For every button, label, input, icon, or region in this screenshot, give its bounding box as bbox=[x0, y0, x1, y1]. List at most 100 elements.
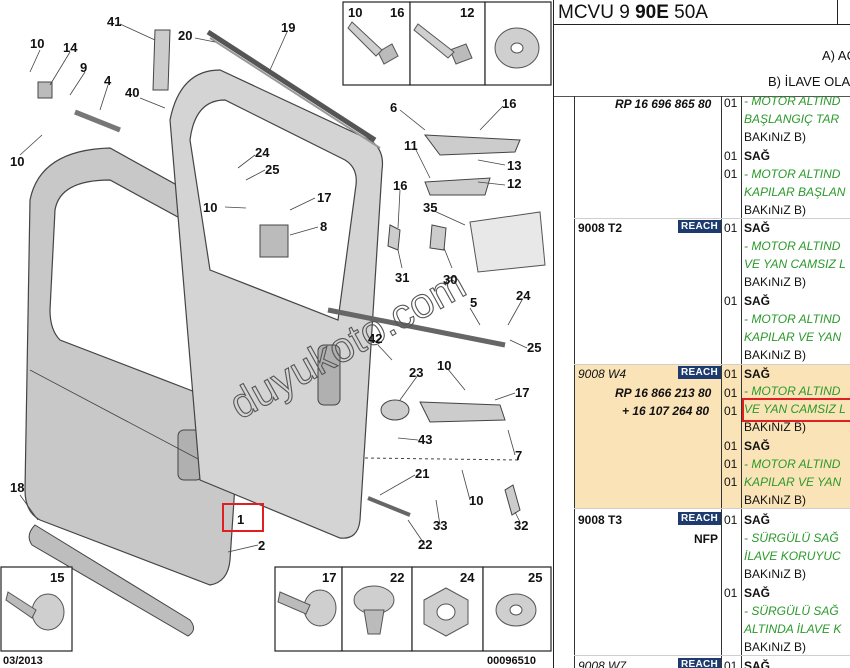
qty: 01 bbox=[724, 367, 738, 381]
description: BAKıNıZ B) bbox=[744, 640, 807, 654]
description: - SÜRGÜLÜ SAĞ bbox=[744, 531, 839, 545]
description: KAPILAR VE YAN bbox=[744, 330, 842, 344]
torx-bolt-icon bbox=[277, 589, 337, 627]
callout-18[interactable]: 18 bbox=[10, 480, 24, 495]
callout-42[interactable]: 42 bbox=[368, 331, 382, 346]
inset-bottom-3-label: 22 bbox=[390, 570, 404, 585]
callout-25[interactable]: 25 bbox=[265, 162, 279, 177]
parts-list-panel: MCVU 9 90E 50A A) AC B) İLAVE OLA RP 16 … bbox=[553, 0, 850, 668]
sliding-door-frame bbox=[169, 69, 384, 539]
callout-24[interactable]: 24 bbox=[516, 288, 531, 303]
hex-bolt-icon bbox=[413, 23, 473, 65]
callout-12[interactable]: 12 bbox=[507, 176, 521, 191]
callout-10[interactable]: 10 bbox=[469, 493, 483, 508]
qty: 01 bbox=[724, 586, 738, 600]
callout-31[interactable]: 31 bbox=[395, 270, 409, 285]
diagram-ref-number: 00096510 bbox=[487, 655, 536, 667]
hex-nut-icon bbox=[423, 587, 469, 637]
callout-14[interactable]: 14 bbox=[63, 40, 78, 55]
callout-43[interactable]: 43 bbox=[418, 432, 432, 447]
callout-17[interactable]: 17 bbox=[515, 385, 529, 400]
inset-bottom-row bbox=[0, 566, 552, 652]
callout-17[interactable]: 17 bbox=[317, 190, 331, 205]
description: - MOTOR ALTIND bbox=[744, 312, 841, 326]
inset-top-2-label: 16 bbox=[390, 5, 404, 20]
push-clip-icon bbox=[353, 585, 395, 635]
description: - MOTOR ALTIND bbox=[744, 94, 841, 108]
callout-10[interactable]: 10 bbox=[437, 358, 451, 373]
callout-41[interactable]: 41 bbox=[107, 14, 121, 29]
callout-5[interactable]: 5 bbox=[470, 295, 477, 310]
callout-35[interactable]: 35 bbox=[423, 200, 437, 215]
side: SAĞ bbox=[744, 149, 771, 163]
inset-top-3-label: 12 bbox=[460, 5, 474, 20]
callout-25[interactable]: 25 bbox=[527, 340, 541, 355]
description: İLAVE KORUYUC bbox=[744, 549, 841, 563]
qty: 01 bbox=[724, 149, 738, 163]
flange-bolt-icon bbox=[347, 21, 399, 65]
callout-19[interactable]: 19 bbox=[281, 20, 295, 35]
description: BAKıNıZ B) bbox=[744, 275, 807, 289]
callout-30[interactable]: 30 bbox=[443, 272, 457, 287]
callout-16[interactable]: 16 bbox=[502, 96, 516, 111]
side: SAĞ bbox=[744, 513, 771, 527]
callout-10[interactable]: 10 bbox=[203, 200, 217, 215]
callout-labels: 41 20 19 10 14 9 4 40 10 6 16 11 13 12 2… bbox=[10, 14, 541, 553]
callout-40[interactable]: 40 bbox=[125, 85, 139, 100]
option-a: A) AC bbox=[822, 48, 850, 63]
callout-8[interactable]: 8 bbox=[320, 219, 327, 234]
inset-bottom-1-label: 15 bbox=[50, 570, 64, 585]
reference-code[interactable]: 9008 T3 bbox=[578, 513, 623, 527]
washer-small-icon bbox=[495, 593, 537, 627]
selected-part-box[interactable] bbox=[222, 503, 264, 532]
callout-23[interactable]: 23 bbox=[409, 365, 423, 380]
side: SAĞ bbox=[744, 659, 771, 668]
part-number[interactable]: + 16 107 264 80 bbox=[622, 404, 710, 418]
callout-4[interactable]: 4 bbox=[104, 73, 112, 88]
description: BAKıNıZ B) bbox=[744, 567, 807, 581]
callout-6[interactable]: 6 bbox=[390, 100, 397, 115]
inset-top-1-label: 10 bbox=[348, 5, 362, 20]
callout-2[interactable]: 2 bbox=[258, 538, 265, 553]
side: SAĞ bbox=[744, 439, 771, 453]
callout-10[interactable]: 10 bbox=[10, 154, 24, 169]
exploded-view-svg: 10 16 12 bbox=[0, 1, 552, 667]
callout-10[interactable]: 10 bbox=[30, 36, 44, 51]
part-number[interactable]: RP 16 866 213 80 bbox=[615, 386, 712, 400]
callout-22[interactable]: 22 bbox=[418, 537, 432, 552]
parts-diagram: 10 16 12 bbox=[0, 1, 552, 667]
callout-13[interactable]: 13 bbox=[507, 158, 521, 173]
description: KAPILAR VE YAN bbox=[744, 475, 842, 489]
description: - MOTOR ALTIND bbox=[744, 167, 841, 181]
callout-20[interactable]: 20 bbox=[178, 28, 192, 43]
inset-top-row bbox=[342, 1, 552, 86]
qty: 01 bbox=[724, 386, 738, 400]
callout-1[interactable]: 1 bbox=[237, 512, 244, 527]
description: BAKıNıZ B) bbox=[744, 420, 807, 434]
callout-11[interactable]: 11 bbox=[404, 138, 418, 153]
reference-code[interactable]: 9008 W4 bbox=[578, 367, 627, 381]
callout-33[interactable]: 33 bbox=[433, 518, 447, 533]
callout-9[interactable]: 9 bbox=[80, 60, 87, 75]
inset-bottom-5-label: 25 bbox=[528, 570, 542, 585]
qty: 01 bbox=[724, 221, 738, 235]
selection-box bbox=[742, 398, 850, 422]
reference-code[interactable]: 9008 W7 bbox=[578, 659, 627, 668]
callout-32[interactable]: 32 bbox=[514, 518, 528, 533]
callout-21[interactable]: 21 bbox=[415, 466, 429, 481]
callout-7[interactable]: 7 bbox=[515, 448, 522, 463]
reference-code[interactable]: 9008 T2 bbox=[578, 221, 623, 235]
description: VE YAN CAMSIZ L bbox=[744, 257, 846, 271]
screw-icon bbox=[5, 591, 65, 631]
inset-bottom-2-label: 17 bbox=[322, 570, 336, 585]
qty: 01 bbox=[724, 294, 738, 308]
qty: 01 bbox=[724, 457, 738, 471]
qty: 01 bbox=[724, 167, 738, 181]
callout-16[interactable]: 16 bbox=[393, 178, 407, 193]
description: KAPILAR BAŞLAN bbox=[744, 185, 846, 199]
description: - MOTOR ALTIND bbox=[744, 457, 841, 471]
part-number[interactable]: RP 16 696 865 80 bbox=[615, 97, 712, 111]
callout-24[interactable]: 24 bbox=[255, 145, 270, 160]
reach-badge: REACH bbox=[678, 366, 722, 379]
reach-badge: REACH bbox=[678, 512, 722, 525]
